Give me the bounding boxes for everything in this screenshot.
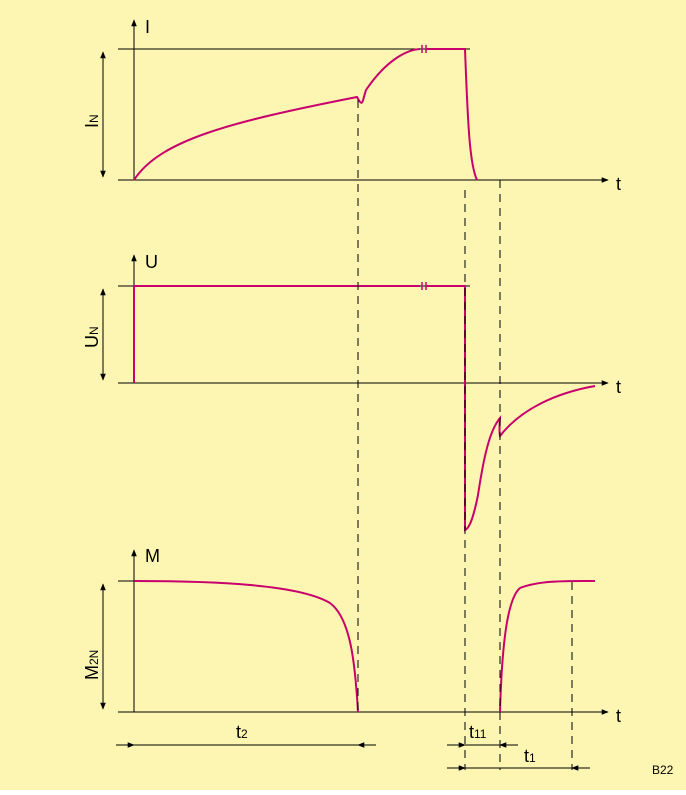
voltage-curve-on xyxy=(133,285,420,383)
t1-label: t1 xyxy=(524,746,536,766)
voltage-nominal-label: UN xyxy=(82,326,102,348)
dashed-guides xyxy=(357,100,573,770)
t11-label: t11 xyxy=(469,722,487,742)
current-time-label: t xyxy=(616,174,621,194)
torque-curve-recovery xyxy=(499,579,596,713)
figure-code: B22 xyxy=(652,763,674,777)
current-panel: I t IN xyxy=(82,17,621,194)
torque-nominal-label: M2N xyxy=(82,650,102,680)
current-nominal-label: IN xyxy=(82,114,102,128)
torque-axis-label: M xyxy=(145,546,160,566)
voltage-time-label: t xyxy=(616,377,621,397)
current-curve-decay xyxy=(427,48,478,181)
torque-curve-decay xyxy=(133,580,359,713)
torque-time-label: t xyxy=(616,706,621,726)
current-curve-rise xyxy=(133,48,421,181)
voltage-axis-label: U xyxy=(145,252,158,272)
current-axis-label: I xyxy=(145,17,150,37)
time-dimensions: t2 t11 t1 xyxy=(116,722,590,771)
t2-label: t2 xyxy=(236,722,248,742)
torque-panel: M t M2N xyxy=(82,546,621,726)
